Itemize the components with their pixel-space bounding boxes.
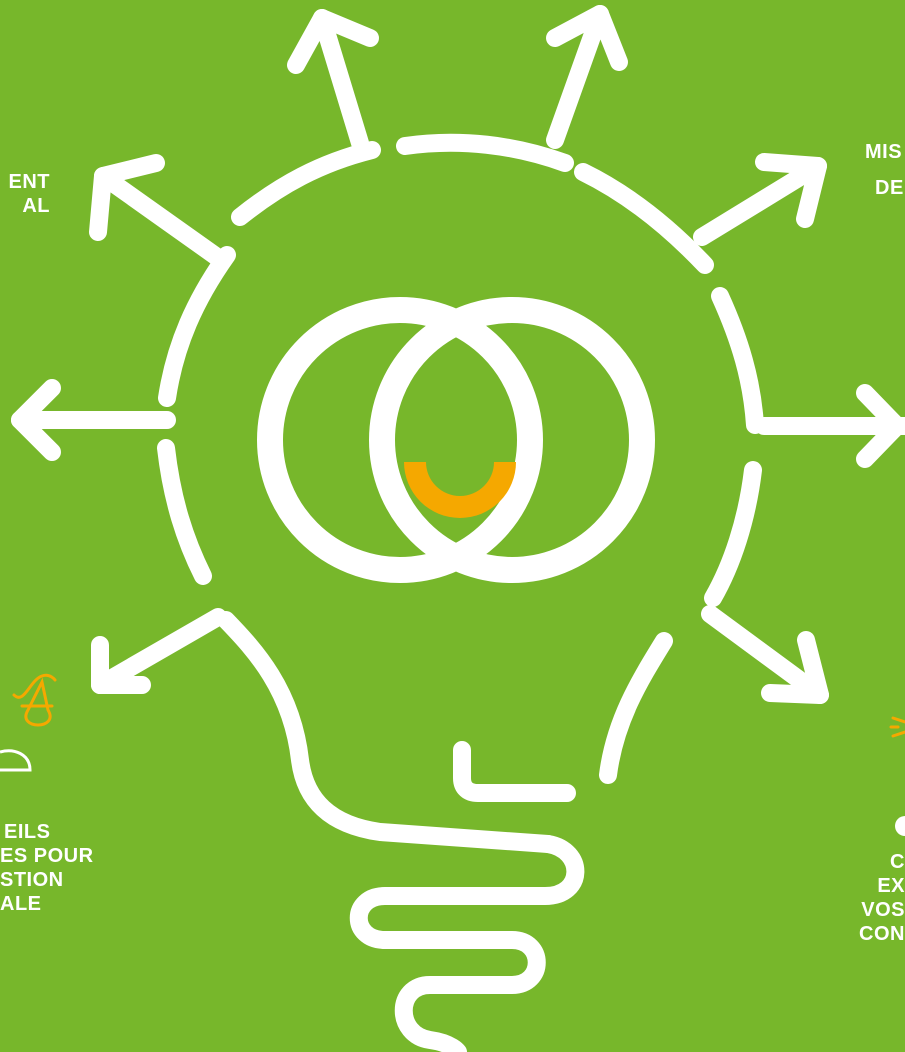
label-line: EX [877,875,905,897]
bulb-arc-left-upper [158,246,236,407]
label-line: ALE [0,893,42,915]
label-line: C [890,851,905,873]
bulb-arc-top-left [231,141,381,226]
arrow-lower-right [701,605,829,704]
label-bottom-left: EILS ES POUR STION ALE [0,820,120,916]
label-top-left: ENT AL [0,170,50,218]
bulb-arc-top [396,133,574,172]
arrow-upper-right [693,153,827,246]
label-line: ES POUR [0,845,94,867]
bulb-arc-right-lower [704,461,762,607]
bulb-base [453,741,576,802]
label-top-right: MIS DE [865,140,904,200]
bulb-arc-right-mid [711,287,764,434]
arrow-top-right-up [546,5,628,149]
label-line: MIS [865,141,903,163]
label-line: ENT [8,171,50,193]
label-line: CON [859,923,905,945]
bulb-neck-right [599,632,673,784]
arrow-upper-left [89,154,226,266]
scale-icon [12,673,57,727]
label-line: VOS [861,899,905,921]
arrow-left [11,379,176,461]
label-line: EILS [4,821,51,843]
dot-icon [895,816,905,836]
smile-arc-icon [404,462,516,518]
arrow-top-left-up [287,9,379,152]
bulb-arc-left-lower [157,439,212,585]
bowl-icon [0,749,32,772]
label-line: STION [0,869,64,891]
arrow-lower-left [91,608,227,694]
label-line: AL [22,195,50,217]
bulb-tail [349,835,585,1052]
label-bottom-right: C EX VOS CON [832,850,905,946]
sun-icon [889,716,905,738]
label-line [865,164,904,176]
label-line: DE [875,177,904,199]
arrow-right [755,384,905,468]
bulb-arc-right-upper [574,163,714,274]
bulb-neck-left [217,611,557,853]
interlocking-rings-logo-icon [257,297,655,583]
